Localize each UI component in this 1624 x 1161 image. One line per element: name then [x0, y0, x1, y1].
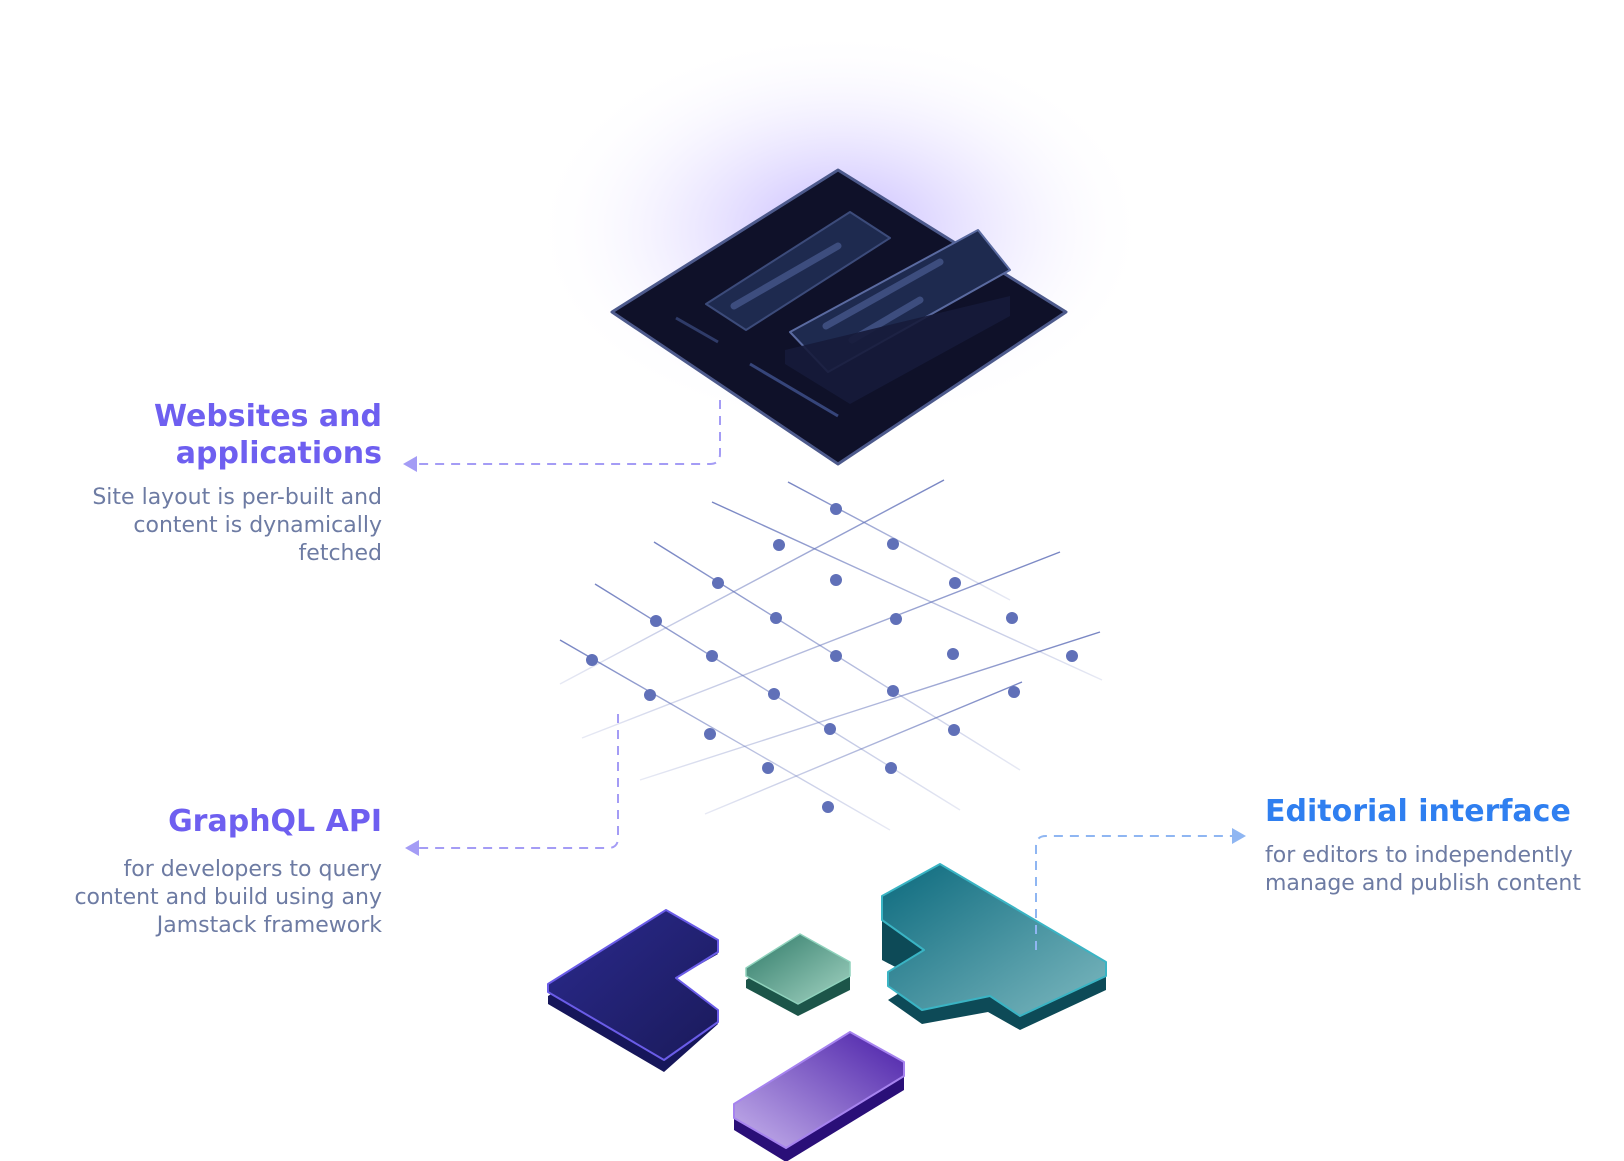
websites-desc-line2: content is dynamically [133, 513, 382, 538]
grid-nodes [586, 503, 1078, 813]
websites-title-line1: Websites and [153, 399, 382, 434]
label-editorial: Editorial interface for editors to indep… [1265, 793, 1624, 898]
editorial-desc-line1: for editors to independently [1265, 843, 1573, 868]
websites-desc-line3: fetched [298, 541, 382, 566]
connector-websites [414, 400, 721, 465]
websites-desc-line1: Site layout is per-built and [92, 485, 382, 510]
graphql-title: GraphQL API [168, 804, 382, 839]
graphql-desc-line2: content and build using any [74, 885, 382, 910]
graphql-desc: for developers to query content and buil… [12, 856, 382, 940]
label-graphql: GraphQL API for developers to query cont… [12, 803, 382, 940]
websites-desc: Site layout is per-built and content is … [22, 484, 382, 568]
editorial-title: Editorial interface [1265, 794, 1571, 829]
connector-editorial [1035, 835, 1234, 950]
label-websites: Websites and applications Site layout is… [22, 398, 382, 568]
graphql-desc-line3: Jamstack framework [156, 913, 382, 938]
website-tile-icon [610, 168, 1068, 466]
connector-graphql [416, 714, 619, 849]
arrow-websites [403, 456, 417, 472]
editorial-blocks-icon [547, 863, 1107, 1161]
websites-title-line2: applications [175, 436, 382, 471]
graphql-desc-line1: for developers to query [123, 857, 382, 882]
websites-title: Websites and applications [22, 398, 382, 472]
editorial-desc-line2: manage and publish content [1265, 871, 1581, 896]
editorial-desc: for editors to independently manage and … [1265, 842, 1624, 898]
arrow-graphql [405, 840, 419, 856]
arrow-editorial [1232, 828, 1246, 844]
